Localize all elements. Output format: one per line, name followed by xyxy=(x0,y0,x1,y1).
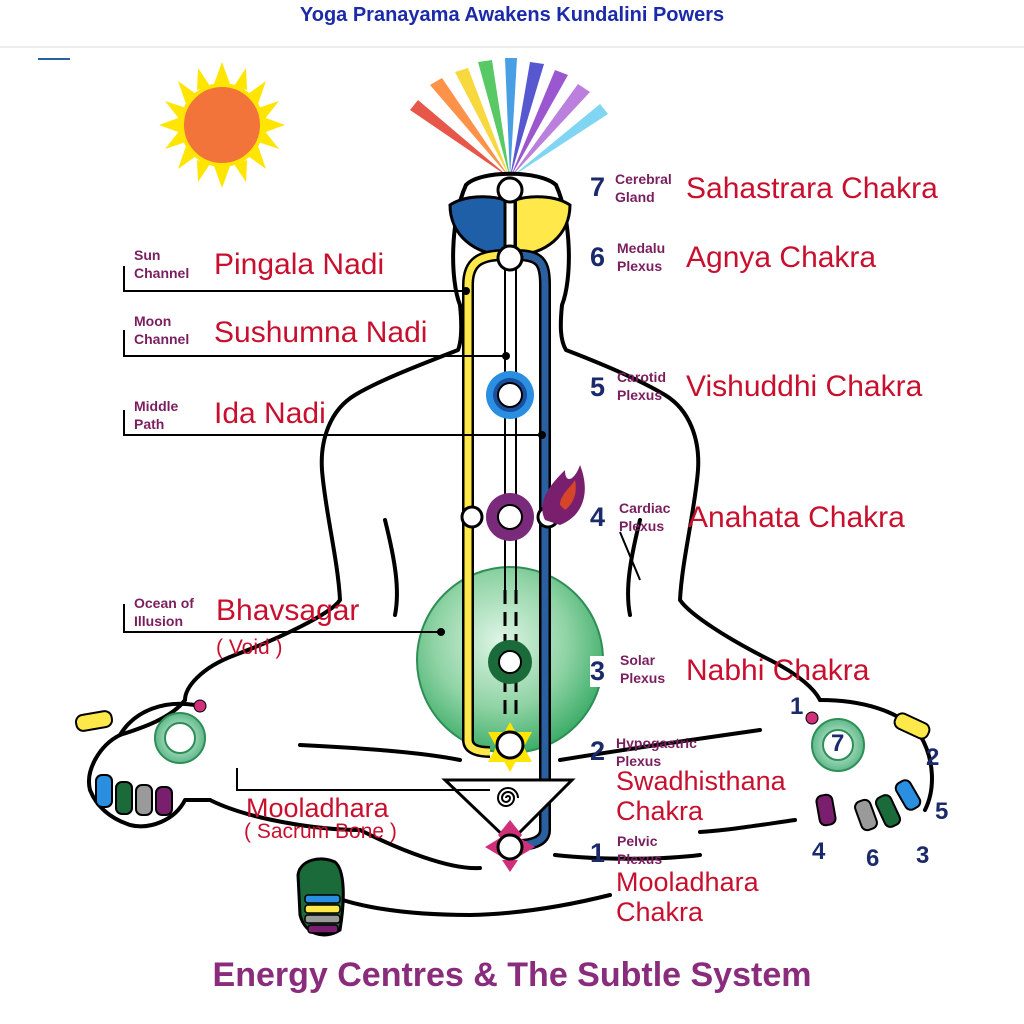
spiral-icon xyxy=(496,787,519,807)
hand-number-2: 2 xyxy=(926,744,940,771)
hand-number-5: 5 xyxy=(935,798,949,825)
mooladhara-left-label: Mooladhara xyxy=(246,793,389,823)
sun-icon xyxy=(159,62,285,188)
chakra-7-node xyxy=(496,176,524,204)
left-fist xyxy=(296,857,345,937)
chakra-3-node xyxy=(488,640,532,684)
ida-lobe xyxy=(448,195,507,257)
hand-number-4: 4 xyxy=(812,838,826,865)
chakra-2-number: 2 xyxy=(590,736,606,766)
page-title: Yoga Pranayama Awakens Kundalini Powers xyxy=(299,4,725,26)
leader-lines xyxy=(123,266,641,791)
chakra-6-name: Agnya Chakra xyxy=(686,241,877,274)
chakra-1-node xyxy=(485,820,535,872)
nadi-sushumna-label: Sushumna Nadi xyxy=(214,316,428,349)
bhavsagar-label: Bhavsagar xyxy=(216,594,360,627)
chakra-4-name: Anahata Chakra xyxy=(688,501,905,534)
chakra-7-number: 7 xyxy=(590,172,606,202)
chakra-7-name: Sahastrara Chakra xyxy=(686,172,938,205)
mooladhara-triangle xyxy=(441,778,576,845)
nadi-pingala-label: Pingala Nadi xyxy=(214,248,385,281)
hand-number-1: 1 xyxy=(790,693,804,720)
chakra-2-node xyxy=(488,722,532,772)
footer-title: Energy Centres & The Subtle System xyxy=(212,956,812,994)
chakra-6-number: 6 xyxy=(590,242,606,272)
hand-number-7: 7 xyxy=(831,730,845,757)
mooladhara-left-sub: ( Sacrum Bone ) xyxy=(244,820,397,843)
moon-icon xyxy=(768,86,843,150)
left-hand xyxy=(74,699,207,816)
chakra-6-node xyxy=(496,244,524,272)
bhavsagar-sub: ( Void ) xyxy=(216,636,283,659)
flame-icon xyxy=(542,465,585,525)
hand-number-3: 3 xyxy=(916,842,930,869)
right-hand xyxy=(805,711,931,832)
chakra-1-number: 1 xyxy=(590,838,606,868)
chakra-3-name: Nabhi Chakra xyxy=(686,654,870,687)
chakra-3-number: 3 xyxy=(590,656,606,687)
chakra-5-number: 5 xyxy=(590,372,606,402)
crown-rainbow-icon xyxy=(410,58,608,178)
pingala-lobe xyxy=(513,195,572,257)
hand-number-6: 6 xyxy=(866,845,880,872)
nadi-ida-label: Ida Nadi xyxy=(214,397,326,430)
chakra-4-number: 4 xyxy=(590,502,606,532)
chakra-5-node xyxy=(486,371,534,419)
chakra-5-name: Vishuddhi Chakra xyxy=(686,370,923,403)
